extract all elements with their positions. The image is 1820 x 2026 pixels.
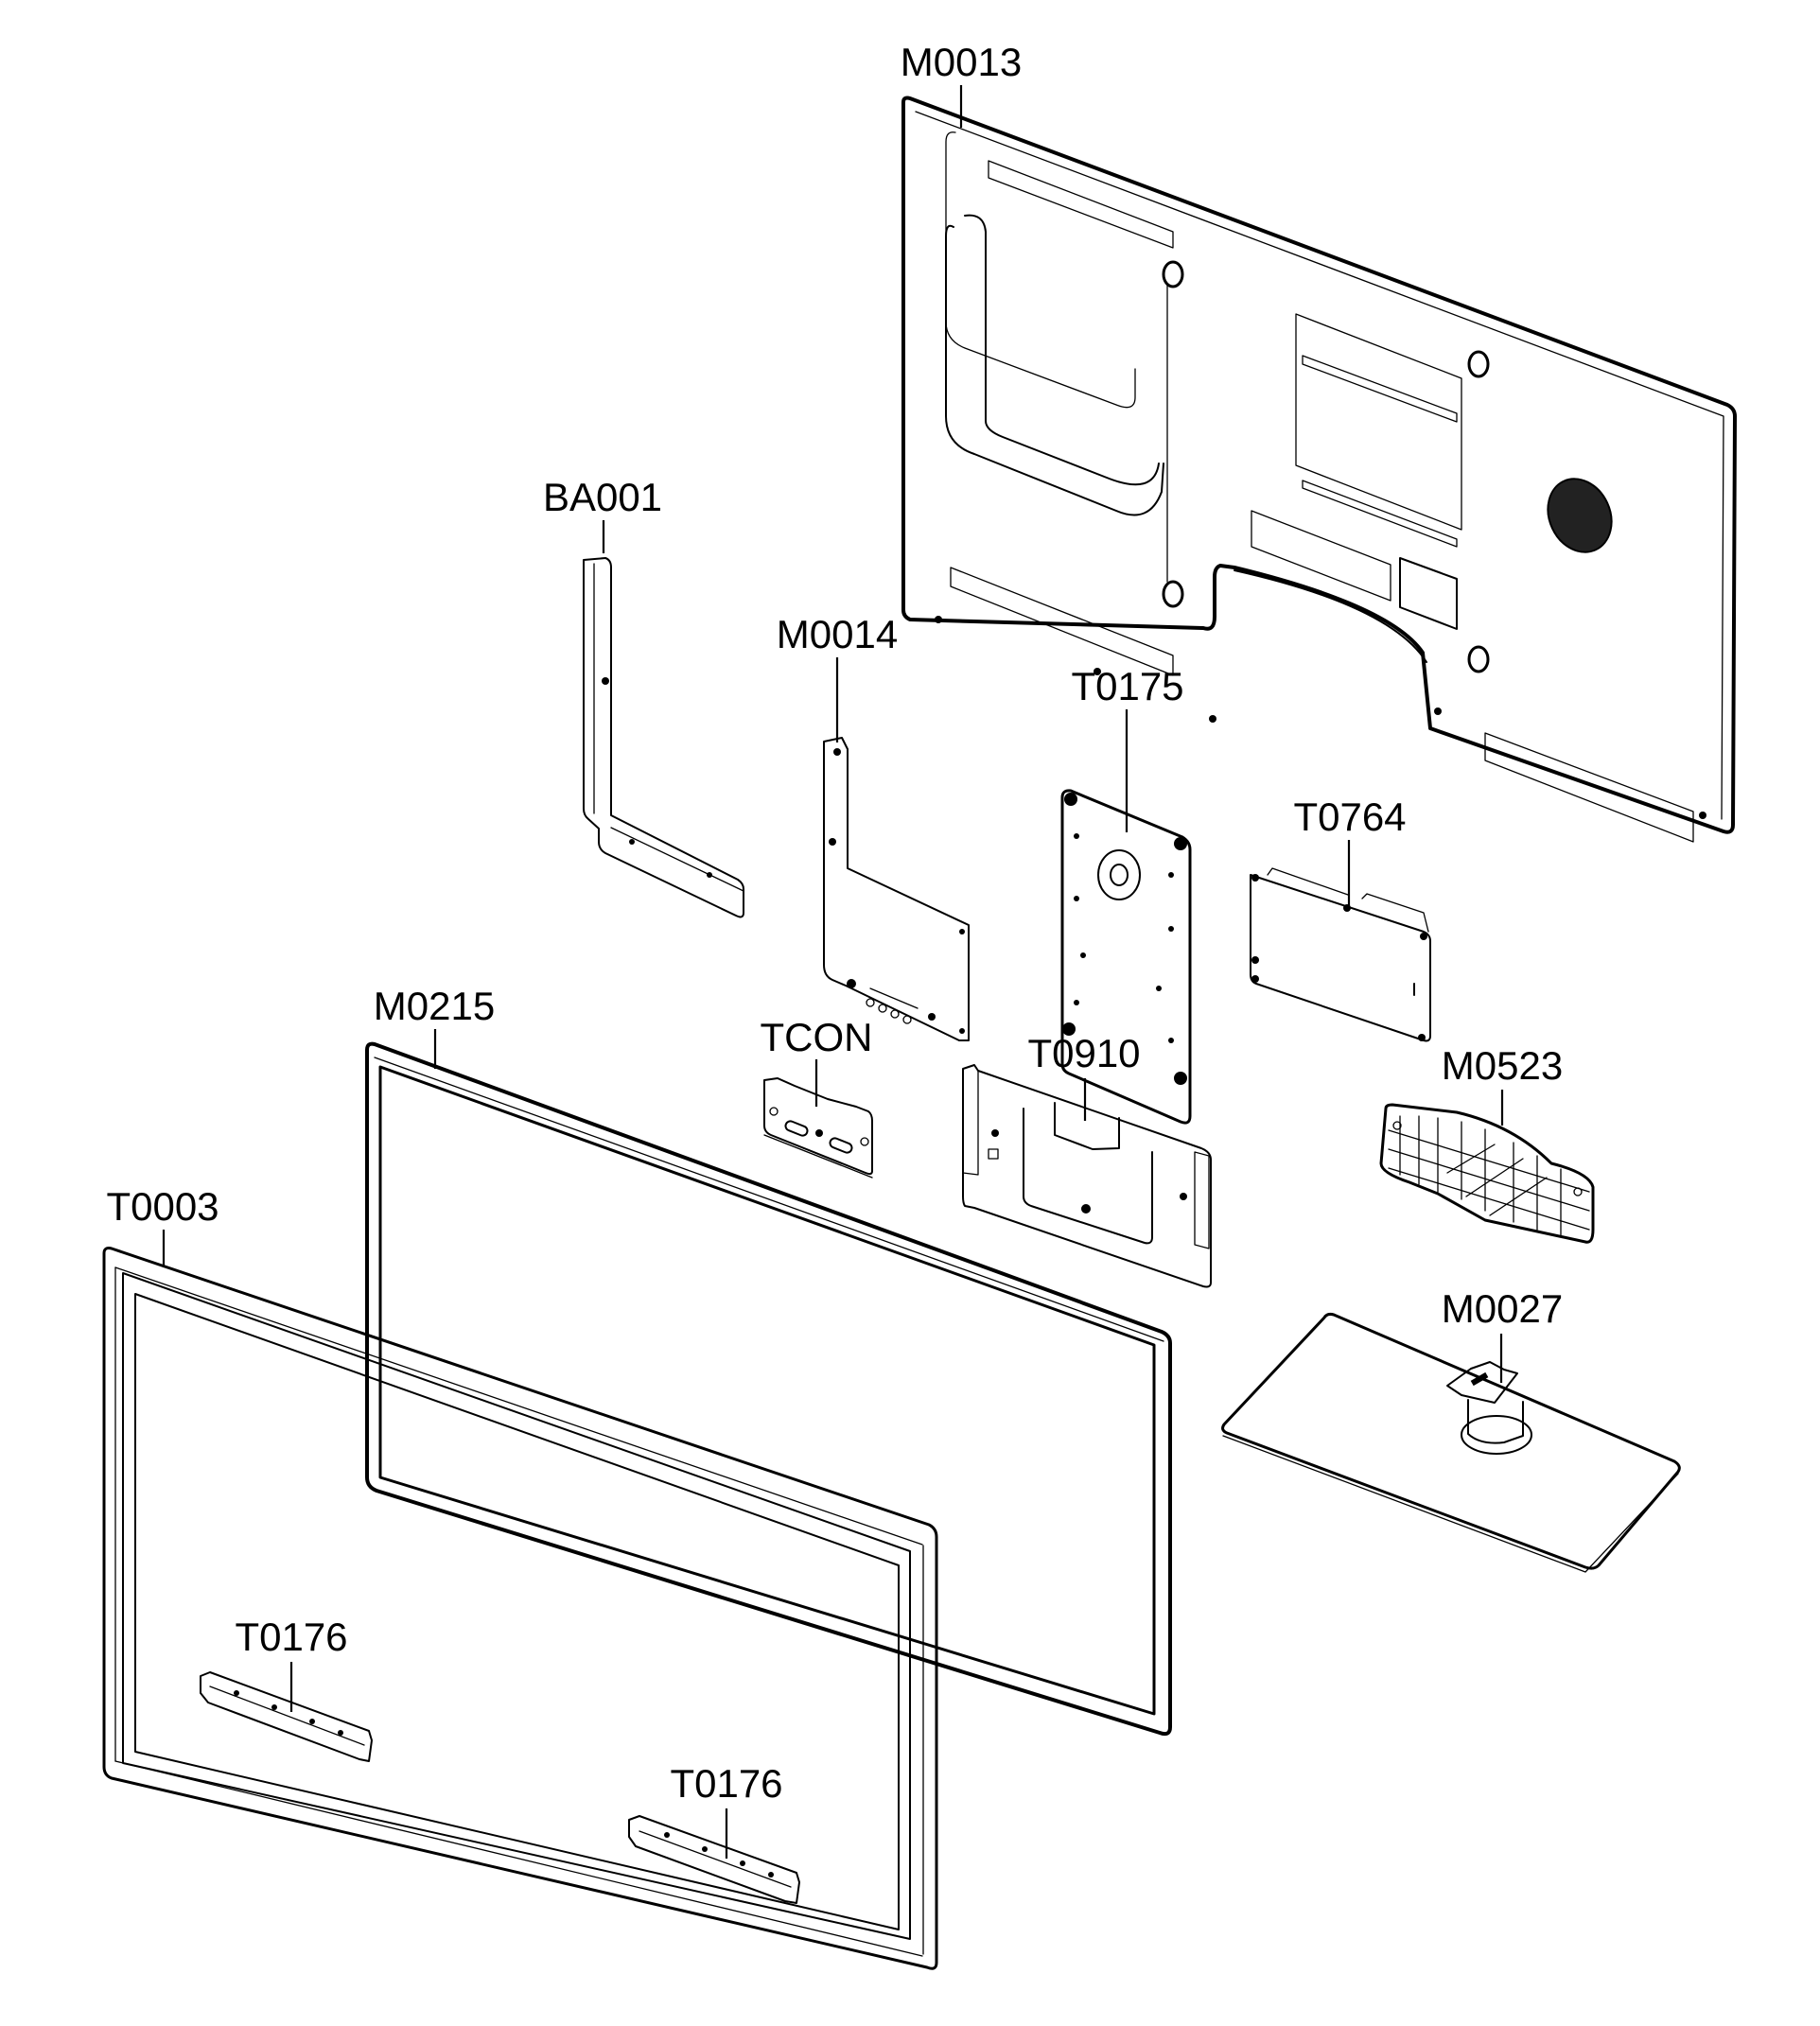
- part-front-bezel[interactable]: [102, 1247, 938, 1970]
- part-speaker-right[interactable]: [628, 1815, 800, 1904]
- label-T0003: T0003: [106, 1184, 219, 1229]
- label-TCON: TCON: [761, 1015, 873, 1059]
- part-main-board[interactable]: [823, 737, 970, 1041]
- label-M0523: M0523: [1442, 1043, 1563, 1088]
- part-stand[interactable]: [1221, 1312, 1681, 1573]
- label-T0764: T0764: [1293, 795, 1406, 839]
- label-M0215: M0215: [374, 984, 495, 1028]
- part-tcon-board[interactable]: [763, 1077, 873, 1179]
- part-stand-bracket-plate[interactable]: [1060, 789, 1192, 1125]
- part-labels: M0013 BA001 M0014 T0175 T0764 M0215 TCON…: [106, 40, 1563, 1806]
- label-T0176-left: T0176: [235, 1615, 347, 1659]
- part-cover[interactable]: [1379, 1103, 1595, 1244]
- speaker-grille-icon: [1547, 478, 1613, 553]
- part-power-board[interactable]: [1250, 867, 1431, 1042]
- part-bracket[interactable]: [583, 557, 744, 918]
- label-T0175: T0175: [1071, 664, 1183, 708]
- leader-lines: [162, 85, 1504, 1859]
- part-rear-cover[interactable]: [901, 96, 1737, 843]
- part-board-bracket[interactable]: [962, 1064, 1212, 1288]
- part-lcd-panel[interactable]: [365, 1041, 1172, 1737]
- part-speaker-left[interactable]: [200, 1671, 373, 1762]
- label-T0910: T0910: [1027, 1031, 1140, 1075]
- label-M0013: M0013: [901, 40, 1022, 84]
- label-T0176-right: T0176: [670, 1761, 782, 1806]
- label-M0027: M0027: [1442, 1286, 1563, 1331]
- label-BA001: BA001: [543, 475, 662, 519]
- label-M0014: M0014: [777, 612, 898, 656]
